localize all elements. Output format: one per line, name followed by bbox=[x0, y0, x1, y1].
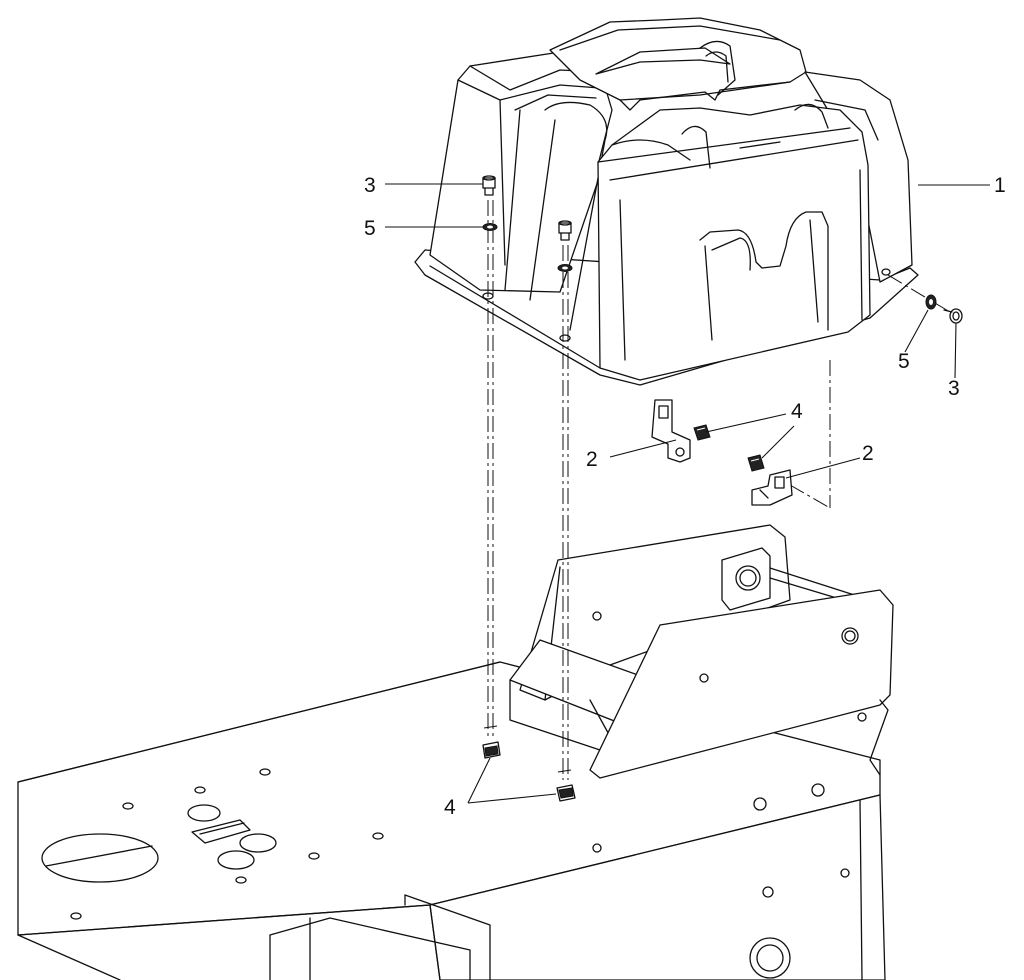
callout-4-bottom: 4 bbox=[444, 796, 456, 819]
deck-holes bbox=[70, 768, 384, 920]
callout-1: 1 bbox=[994, 174, 1006, 197]
front-face-holes bbox=[592, 783, 850, 979]
screw-left-1 bbox=[482, 175, 496, 196]
callout-5-right: 5 bbox=[898, 350, 910, 373]
washer-left-1 bbox=[482, 223, 498, 231]
callout-2-left: 2 bbox=[586, 448, 598, 471]
screw-right bbox=[943, 308, 963, 324]
callout-2-right: 2 bbox=[862, 442, 874, 465]
leader-lines bbox=[385, 183, 990, 804]
l-bracket-right bbox=[751, 469, 793, 506]
assembly-centerlines bbox=[487, 200, 951, 780]
callout-5-left: 5 bbox=[364, 217, 376, 240]
callout-4-top: 4 bbox=[791, 400, 803, 423]
clip-nut-3 bbox=[482, 725, 501, 759]
callout-3-left: 3 bbox=[364, 174, 376, 197]
clip-nut-2 bbox=[747, 454, 765, 472]
callout-3-right: 3 bbox=[948, 377, 960, 400]
clip-nut-1 bbox=[693, 424, 711, 441]
storage-tray bbox=[414, 17, 919, 386]
clip-nut-4 bbox=[556, 769, 576, 802]
washer-left-2 bbox=[557, 264, 573, 272]
washer-right bbox=[925, 294, 937, 310]
l-bracket-left bbox=[651, 399, 691, 463]
deck-round-cutout bbox=[41, 833, 159, 883]
screw-left-2 bbox=[558, 220, 572, 241]
tray-mounting-bracket bbox=[509, 524, 894, 779]
